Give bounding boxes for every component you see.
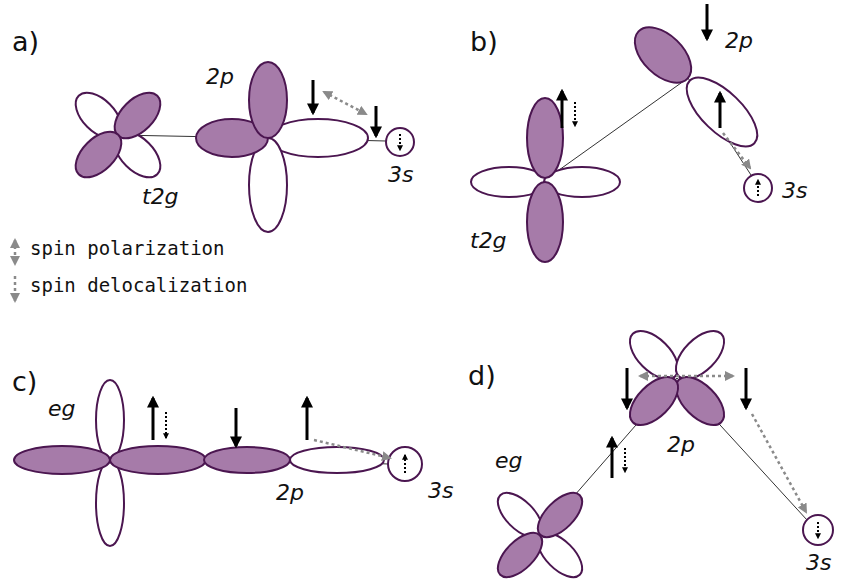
panel-letter: c)	[12, 366, 37, 397]
s-orbital-part	[404, 455, 406, 473]
orbital-label-box: 3s	[388, 162, 413, 187]
panel-letter: b)	[470, 26, 498, 57]
p-orbital-part	[290, 447, 384, 473]
spin-arrows	[153, 398, 390, 458]
orbital-label-box: 3s	[428, 478, 453, 503]
legend-samples	[15, 240, 16, 301]
s-orbital	[744, 174, 772, 202]
orbital-label-box: t2g	[142, 184, 179, 209]
panel-letter-box: a)	[12, 26, 39, 57]
orbital-label: 3s	[428, 478, 453, 503]
orbital-label: eg	[48, 396, 76, 421]
orbital-label-box: eg	[495, 448, 523, 473]
eg-orbital-part	[490, 525, 549, 584]
s-orbital	[386, 128, 414, 156]
orbital-label: 2p	[276, 480, 304, 505]
spin-arrows	[612, 368, 806, 512]
spin-arrows-part	[152, 398, 155, 440]
panel-letter: d)	[468, 360, 496, 391]
spin-arrows	[562, 4, 750, 168]
panel-letter: a)	[12, 26, 39, 57]
spin-arrows-part	[624, 448, 626, 472]
t2g-orbital	[67, 84, 168, 185]
orbital-label-box: eg	[48, 396, 76, 421]
spin-arrows-part	[626, 368, 629, 408]
spin-arrows-part	[312, 80, 315, 113]
s-orbital-part	[388, 447, 422, 481]
spin-arrows-part	[745, 368, 748, 408]
p-orbital-part	[676, 66, 769, 157]
t2g-orbital-part	[527, 98, 563, 178]
p-orbital-part	[249, 62, 287, 138]
spin-arrows	[313, 80, 376, 136]
eg-orbital-part	[96, 460, 124, 546]
legend-text-box: spin delocalization	[30, 275, 247, 297]
spin-arrows-part	[640, 375, 733, 378]
orbital-label: t2g	[142, 184, 179, 209]
p-orbital-part	[667, 322, 732, 387]
spin-arrows-part	[574, 102, 576, 126]
spin-arrows-part	[752, 414, 806, 512]
spin-arrows-part	[561, 91, 564, 128]
p-orbital	[196, 62, 368, 232]
s-orbital-part	[757, 180, 759, 196]
s-orbital-part	[386, 128, 414, 156]
t2g-orbital-part	[527, 182, 563, 262]
p-orbital-part	[204, 447, 290, 473]
orbital-label: 3s	[782, 178, 807, 203]
s-orbital-part	[817, 522, 819, 538]
orbital-label: 2p	[725, 28, 753, 53]
spin-arrows-part	[375, 106, 378, 136]
orbital-label: 3s	[388, 162, 413, 187]
spin-arrows-part	[314, 440, 390, 458]
eg-orbital-part	[96, 380, 124, 460]
orbital-label: t2g	[470, 228, 507, 253]
eg-orbital	[490, 485, 589, 584]
orbital-label: 2p	[206, 64, 234, 89]
orbital-label-box: 3s	[782, 178, 807, 203]
s-orbital	[388, 447, 422, 481]
spin-arrows-part	[165, 412, 167, 438]
spin-arrows-part	[324, 92, 366, 114]
legend-text-box: spin polarization	[30, 238, 224, 260]
panel-letter-box: c)	[12, 366, 37, 397]
p-orbital-part	[621, 368, 686, 433]
panel-letter-box: b)	[470, 26, 498, 57]
orbital-label: 3s	[806, 550, 831, 575]
spin-arrows-part	[611, 438, 614, 478]
orbital-label-box: 2p	[725, 28, 753, 53]
spin-arrows-part	[723, 133, 750, 168]
eg-orbital-part	[110, 446, 206, 474]
p-orbital	[625, 17, 769, 158]
spin-arrows-part	[719, 93, 722, 128]
eg-orbital	[14, 380, 206, 546]
t2g-orbital-part	[67, 123, 129, 185]
legend-text: spin delocalization	[30, 274, 247, 296]
orbital-label-box: 2p	[276, 480, 304, 505]
p-orbital	[621, 322, 732, 433]
s-orbital-part	[803, 515, 833, 545]
legend-samples-part	[14, 240, 17, 264]
panel-letter-box: d)	[468, 360, 496, 391]
p-orbital-part	[667, 368, 732, 433]
p-orbital-part	[621, 322, 686, 387]
legend-samples-part	[14, 276, 17, 301]
spin-arrows-part	[706, 4, 709, 39]
s-orbital	[803, 515, 833, 545]
orbital-label: eg	[495, 448, 523, 473]
orbital-label-box: 2p	[206, 64, 234, 89]
orbital-label-box: 3s	[806, 550, 831, 575]
spin-arrows-part	[235, 408, 238, 446]
panel-b-bonds-part	[545, 78, 688, 180]
orbital-label-box: t2g	[470, 228, 507, 253]
orbital-label-box: 2p	[667, 432, 695, 457]
spin-arrows-part	[306, 398, 309, 440]
s-orbital-part	[744, 174, 772, 202]
orbital-label: 2p	[667, 432, 695, 457]
t2g-orbital	[471, 98, 620, 262]
s-orbital-part	[399, 134, 401, 150]
legend-text: spin polarization	[30, 237, 224, 259]
eg-orbital-part	[14, 446, 110, 474]
